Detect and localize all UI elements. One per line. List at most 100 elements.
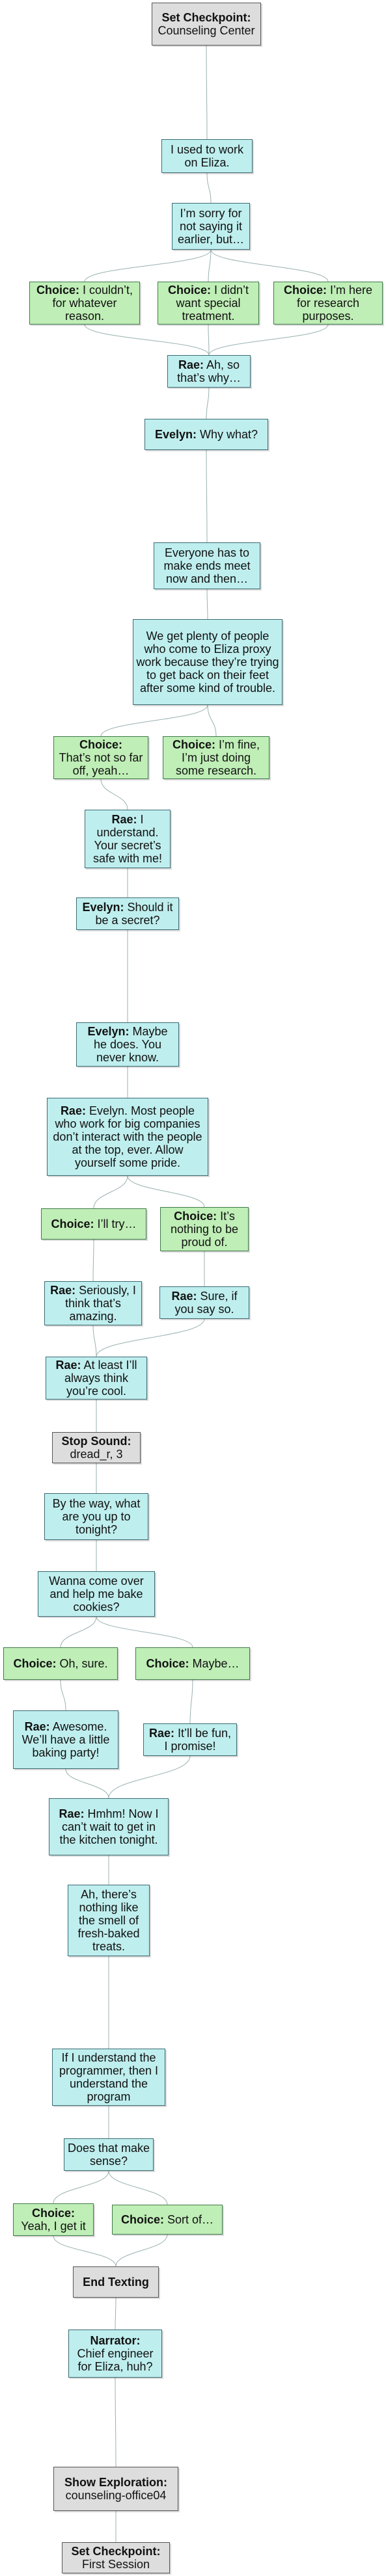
connector-edge [115, 2234, 168, 2267]
node-label: Choice: [283, 284, 327, 297]
connector-edge [206, 589, 208, 620]
connector-edge [206, 172, 212, 204]
connector-edge [210, 249, 329, 282]
node-text: Why what? [200, 428, 258, 441]
choice-node[interactable]: Choice:Yeah, I get it [13, 2203, 94, 2236]
choice-node[interactable]: Choice:That’s not so far off, yeah… [53, 736, 148, 779]
dialog-node[interactable]: I’m sorry for not saying it earlier, but… [172, 203, 250, 250]
dialog-node[interactable]: Rae: Seriously, I think that’s amazing. [44, 1281, 142, 1325]
dialog-node[interactable]: Evelyn: Should it be a secret? [76, 897, 179, 930]
connector-edge [206, 449, 208, 543]
dialog-node[interactable]: Rae: I understand. Your secret’s safe wi… [85, 810, 171, 868]
node-text: counseling-office04 [65, 2489, 167, 2502]
node-label: Choice: [167, 284, 211, 297]
connector-edge [84, 324, 210, 356]
node-label: Choice: [79, 738, 122, 751]
node-label: Set Checkpoint: [71, 2545, 161, 2558]
connector-edge [53, 2170, 109, 2204]
node-label: Narrator: [90, 2334, 141, 2347]
dialog-node[interactable]: Rae: Sure, if you say so. [159, 1286, 249, 1319]
node-text: Evelyn. Most people who work for big com… [53, 1104, 202, 1169]
dialog-node[interactable]: Wanna come over and help me bake cookies… [38, 1571, 155, 1617]
node-text: Chief engineer for Eliza, huh? [77, 2347, 154, 2373]
node-text: Maybe he does. You never know. [93, 1025, 168, 1064]
node-label: Evelyn: [87, 1025, 130, 1038]
connector-edge [189, 1679, 193, 1724]
choice-node[interactable]: Choice: I didn’t want special treatment. [158, 282, 259, 325]
dialog-node[interactable]: Rae: At least I’ll always think you’re c… [46, 1357, 147, 1400]
choice-node[interactable]: Choice: I’m fine, I’m just doing some re… [163, 736, 269, 779]
node-text: I used to work on Eliza. [170, 143, 244, 169]
dialog-node[interactable]: I used to work on Eliza. [161, 139, 253, 173]
choice-node[interactable]: Choice: Sort of… [112, 2205, 223, 2235]
connector-edge [115, 2297, 117, 2330]
node-label: Rae: [171, 1290, 197, 1303]
node-text: First Session [81, 2558, 150, 2571]
node-text: Counseling Center [158, 24, 255, 37]
node-label: Stop Sound: [61, 1435, 131, 1448]
node-text: I understand. Your secret’s safe with me… [92, 813, 163, 865]
dialog-node[interactable]: Rae: Evelyn. Most people who work for bi… [47, 1098, 208, 1176]
node-label: Rae: [148, 1727, 174, 1740]
choice-node[interactable]: Choice: It’s nothing to be proud of. [160, 1207, 249, 1251]
connector-edge [208, 249, 212, 282]
node-text: At least I’ll always think you’re cool. [64, 1359, 137, 1398]
dialog-node[interactable]: Ah, there’s nothing like the smell of fr… [68, 1885, 150, 1956]
connector-edge [108, 1755, 191, 1799]
dialog-node[interactable]: Evelyn: Maybe he does. You never know. [76, 1022, 179, 1067]
dialog-node[interactable]: Rae: It’ll be fun, I promise! [143, 1723, 237, 1756]
node-label: Choice: [174, 1210, 217, 1223]
show-exploration-node[interactable]: Show Exploration:counseling-office04 [53, 2467, 178, 2511]
node-text: Sure, if you say so. [174, 1290, 238, 1316]
choice-node[interactable]: Choice: I’m here for research purposes. [273, 282, 383, 325]
node-label: Rae: [50, 1284, 76, 1297]
node-text: I’m here for research purposes. [296, 284, 373, 323]
connector-edge [206, 387, 210, 419]
dialog-node[interactable]: Does that make sense? [64, 2138, 154, 2171]
dialog-node[interactable]: Rae: Hmhm! Now I can’t wait to get in th… [49, 1798, 169, 1855]
node-text: Wanna come over and help me bake cookies… [49, 1574, 144, 1613]
connector-edge [93, 1175, 128, 1209]
dialog-node[interactable]: By the way, what are you up to tonight? [44, 1493, 148, 1540]
node-label: Choice: [36, 284, 79, 297]
node-text: Awesome. We’ll have a little baking part… [21, 1720, 110, 1759]
dialog-node[interactable]: Everyone has to make ends meet now and t… [154, 542, 260, 589]
set-checkpoint-node[interactable]: Set Checkpoint:Counseling Center [152, 3, 261, 46]
end-texting-node[interactable]: End Texting [73, 2266, 159, 2298]
node-label: Choice: [120, 2213, 164, 2226]
connector-edge [96, 1616, 193, 1648]
node-label: Rae: [60, 1104, 86, 1117]
node-text: Hmhm! Now I can’t wait to get in the kit… [59, 1807, 159, 1846]
node-label: Choice: [146, 1657, 189, 1670]
connector-edge [53, 2235, 117, 2267]
node-text: Does that make sense? [67, 2142, 150, 2168]
node-label: Choice: [31, 2207, 75, 2220]
choice-node[interactable]: Choice: Oh, sure. [3, 1647, 118, 1680]
dialog-node[interactable]: Narrator:Chief engineer for Eliza, huh? [68, 2330, 162, 2378]
node-text: That’s not so far off, yeah… [59, 751, 143, 777]
node-label: Rae: [178, 358, 204, 371]
dialog-node[interactable]: We get plenty of people who come to Eliz… [133, 619, 283, 705]
node-text: Seriously, I think that’s amazing. [65, 1284, 136, 1323]
stop-sound-node[interactable]: Stop Sound:dread_r, 3 [52, 1432, 141, 1463]
node-text: Everyone has to make ends meet now and t… [163, 546, 251, 585]
dialog-node[interactable]: Rae: Ah, so that’s why… [167, 355, 251, 388]
node-label: Show Exploration: [64, 2476, 167, 2489]
set-checkpoint-node[interactable]: Set Checkpoint:First Session [62, 2542, 170, 2573]
dialog-node[interactable]: If I understand the programmer, then I u… [52, 2049, 165, 2106]
connector-edge [208, 324, 210, 356]
node-text: Oh, sure. [59, 1657, 108, 1670]
node-text: Ah, there’s nothing like the smell of fr… [77, 1888, 140, 1953]
node-label: Rae: [55, 1359, 81, 1372]
dialog-node[interactable]: Evelyn: Why what? [145, 419, 268, 450]
node-label: Set Checkpoint: [161, 11, 251, 24]
node-text: It’s nothing to be proud of. [170, 1210, 239, 1249]
choice-node[interactable]: Choice: Maybe… [135, 1647, 250, 1680]
dialog-node[interactable]: Rae: Awesome. We’ll have a little baking… [13, 1710, 118, 1769]
node-text: I’m sorry for not saying it earlier, but… [177, 207, 245, 246]
choice-node[interactable]: Choice: I’ll try… [41, 1208, 146, 1240]
connector-edge [206, 45, 208, 140]
node-text: Yeah, I get it [21, 2220, 86, 2233]
choice-node[interactable]: Choice: I couldn’t, for whatever reason. [29, 282, 140, 325]
